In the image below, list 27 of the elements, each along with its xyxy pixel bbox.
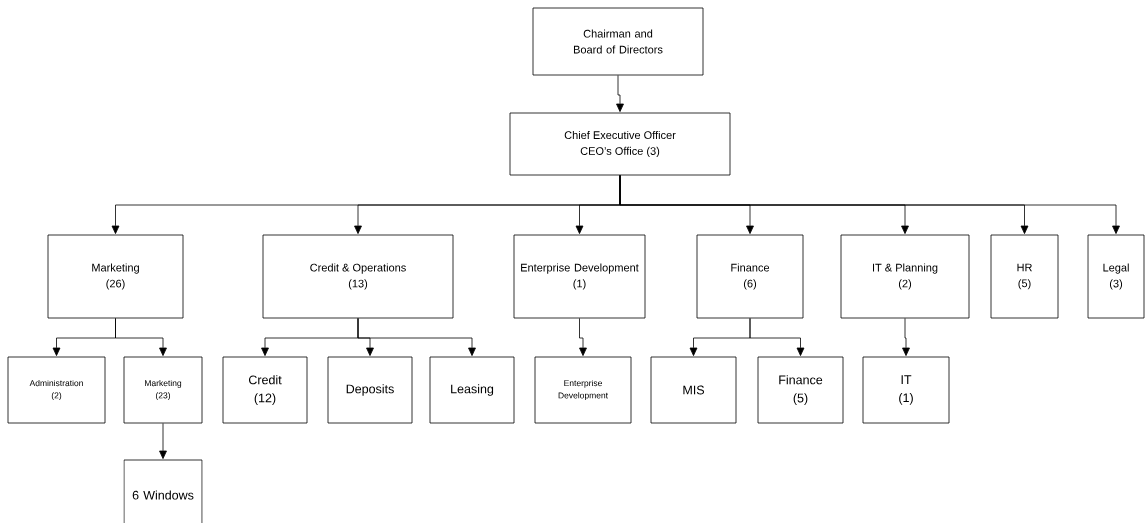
- org-box: Chairman and Board of Directors: [532, 7, 704, 76]
- org-box: Enterprise Development: [534, 356, 632, 424]
- arrow: [115, 318, 167, 356]
- arrow: [749, 318, 805, 356]
- arrow: [619, 175, 1120, 234]
- org-box: Deposits: [327, 356, 413, 424]
- arrow: [616, 75, 624, 113]
- org-box: Finance (6): [696, 234, 804, 319]
- org-box: Finance (5): [757, 356, 844, 424]
- org-box: Credit (12): [222, 356, 308, 424]
- org-box: Legal (3): [1087, 234, 1145, 319]
- org-box: MIS: [650, 356, 737, 424]
- org-box: IT (1): [862, 356, 950, 424]
- arrow: [357, 318, 476, 356]
- org-box: HR (5): [990, 234, 1059, 319]
- arrow: [902, 318, 910, 356]
- org-box: Marketing (23): [123, 356, 203, 424]
- org-box: Credit & Operations (13): [262, 234, 454, 319]
- org-box: Marketing (26): [47, 234, 184, 319]
- org-box: Leasing: [429, 356, 515, 424]
- org-box: 6 Windows: [123, 459, 203, 523]
- org-box: IT & Planning (2): [840, 234, 970, 319]
- org-box: Enterprise Development (1): [513, 234, 646, 319]
- arrow: [579, 318, 587, 356]
- org-box: Administration (2): [7, 356, 106, 424]
- arrow: [159, 423, 167, 459]
- org-box: Chief Executive Officer CEO’s Office (3): [509, 112, 731, 176]
